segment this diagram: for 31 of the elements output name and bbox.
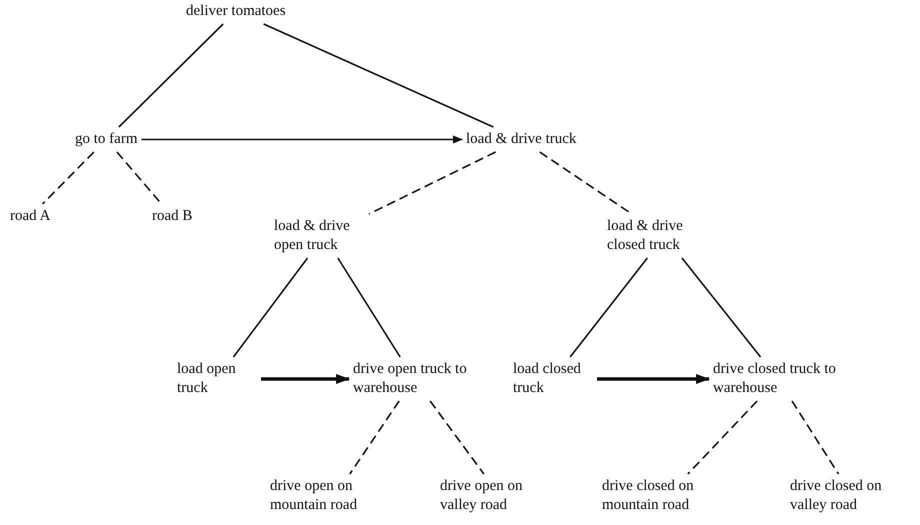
connector-line (681, 258, 762, 358)
node-label: load & drive closed truck (607, 217, 684, 255)
node-label: drive open on valley road (440, 477, 524, 515)
connector-line (430, 400, 484, 474)
node-label: load open truck (177, 360, 237, 398)
connector-line (118, 23, 224, 128)
connector-line (791, 400, 840, 474)
connector-line (337, 258, 401, 358)
connector-line (570, 258, 648, 358)
connector-line (263, 23, 494, 128)
connector-line (687, 400, 758, 475)
connector-line (232, 258, 308, 358)
connector-line (349, 400, 400, 474)
arrow (141, 136, 463, 144)
node-label: road B (152, 207, 192, 226)
node-label: load & drive truck (466, 130, 576, 149)
node-label: drive open on mountain road (270, 477, 358, 515)
arrow (261, 374, 350, 384)
connector-line (368, 151, 496, 215)
connector-line (42, 151, 94, 205)
node-label: drive closed on valley road (790, 477, 883, 515)
node-label: deliver tomatoes (186, 2, 286, 21)
node-label: go to farm (75, 130, 138, 149)
connector-line (116, 151, 162, 205)
node-label: drive closed on mountain road (602, 477, 695, 515)
node-label: load closed truck (513, 360, 582, 398)
node-label: road A (10, 207, 50, 226)
arrow (597, 374, 710, 384)
node-label: load & drive open truck (274, 217, 351, 255)
node-label: drive open truck to warehouse (353, 360, 468, 398)
node-label: drive closed truck to warehouse (713, 360, 837, 398)
